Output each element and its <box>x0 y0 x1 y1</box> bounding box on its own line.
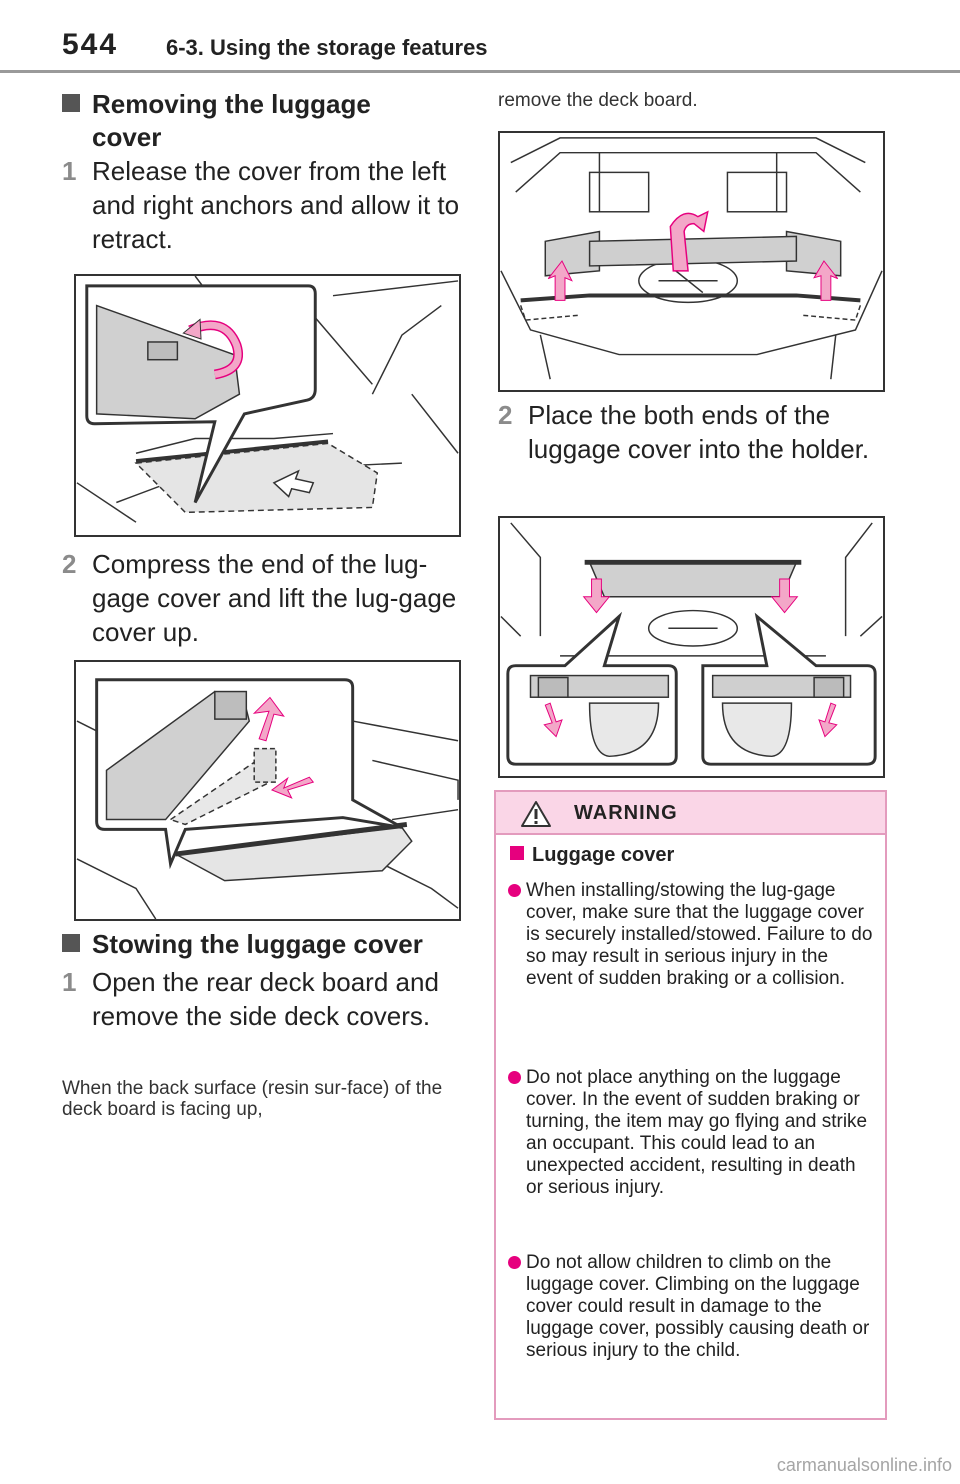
warning-bullet: Do not allow children to climb on the lu… <box>508 1252 873 1362</box>
deck-board-note-continued: remove the deck board. <box>498 90 698 111</box>
step-open-deck-board: 1 Open the rear deck board and remove th… <box>62 965 462 1033</box>
warning-header: WARNING <box>496 792 885 835</box>
step-release-cover: 1 Release the cover from the left and ri… <box>62 154 462 256</box>
figure-release-cover <box>74 274 461 537</box>
step-number: 1 <box>62 967 77 997</box>
step-place-cover: 2 Place the both ends of the luggage cov… <box>498 398 898 466</box>
place-cover-holder-illustration <box>500 522 883 766</box>
header-divider <box>0 70 960 73</box>
warning-bullet: When installing/stowing the lug-gage cov… <box>508 880 873 990</box>
step-compress-cover: 2 Compress the end of the lug-gage cover… <box>62 547 462 649</box>
bullet-dot-icon <box>508 1256 521 1269</box>
page-number: 544 <box>62 28 119 61</box>
release-cover-illustration <box>76 276 459 523</box>
square-bullet-icon <box>62 94 80 112</box>
step-text: Open the rear deck board and remove the … <box>92 967 439 1031</box>
figure-place-cover-holder <box>498 516 885 778</box>
warning-box: WARNING Luggage cover When installing/st… <box>494 790 887 1420</box>
step-text: Release the cover from the left and righ… <box>92 156 460 254</box>
bullet-dot-icon <box>508 884 521 897</box>
figure-lift-cover <box>74 660 461 921</box>
lift-cover-illustration <box>76 678 459 919</box>
step-number: 2 <box>498 400 513 430</box>
bullet-dot-icon <box>508 1071 521 1084</box>
deck-board-note: When the back surface (resin sur-face) o… <box>62 1078 443 1120</box>
footer-watermark: carmanualsonline.info <box>776 1455 952 1475</box>
square-bullet-icon <box>62 934 80 952</box>
square-bullet-icon <box>510 846 524 860</box>
warning-bullet: Do not place anything on the luggage cov… <box>508 1067 873 1199</box>
step-number: 2 <box>62 549 77 579</box>
remove-deck-board-illustration <box>500 137 883 380</box>
step-text: Compress the end of the lug-gage cover a… <box>92 549 457 647</box>
section-title: 6-3. Using the storage features <box>166 35 488 60</box>
warning-triangle-icon <box>521 801 551 827</box>
page-header: 544 6-3. Using the storage features <box>0 0 960 78</box>
step-number: 1 <box>62 156 77 186</box>
step-text: Place the both ends of the luggage cover… <box>528 400 870 464</box>
heading-removing-cover: Removing the luggage cover <box>62 88 402 154</box>
figure-remove-deck-board <box>498 131 885 392</box>
warning-title: WARNING <box>574 802 678 824</box>
heading-stowing-cover: Stowing the luggage cover <box>62 928 462 961</box>
warning-subheading: Luggage cover <box>510 844 674 867</box>
